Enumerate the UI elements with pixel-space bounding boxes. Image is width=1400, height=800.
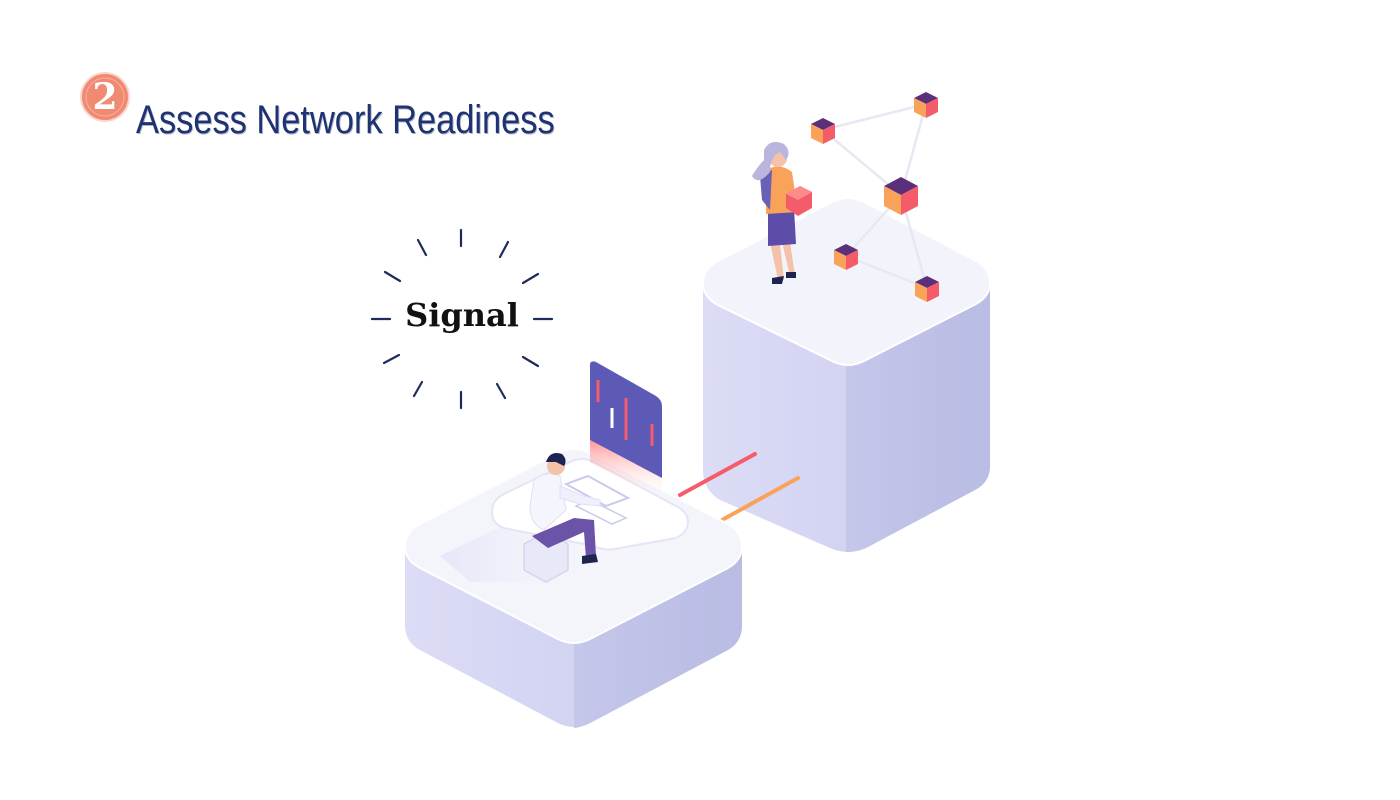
signal-burst-icon [370,228,554,410]
signal-label: Signal [405,296,519,334]
network-node [915,276,939,302]
step-number: 2 [92,76,118,118]
connection-line-orange [720,476,800,522]
network-node [834,244,858,270]
step-badge: 2 [80,72,130,122]
monitor [590,361,662,500]
network-node-hub [884,177,918,215]
step-two-badge-icon [80,72,130,122]
connection-line-red [678,452,757,497]
network-node [914,92,938,118]
network-node [811,118,835,144]
standing-person [752,142,812,284]
seated-person [523,453,601,583]
page-title: Assess Network Readiness [136,98,555,142]
network-nodes [811,92,939,302]
